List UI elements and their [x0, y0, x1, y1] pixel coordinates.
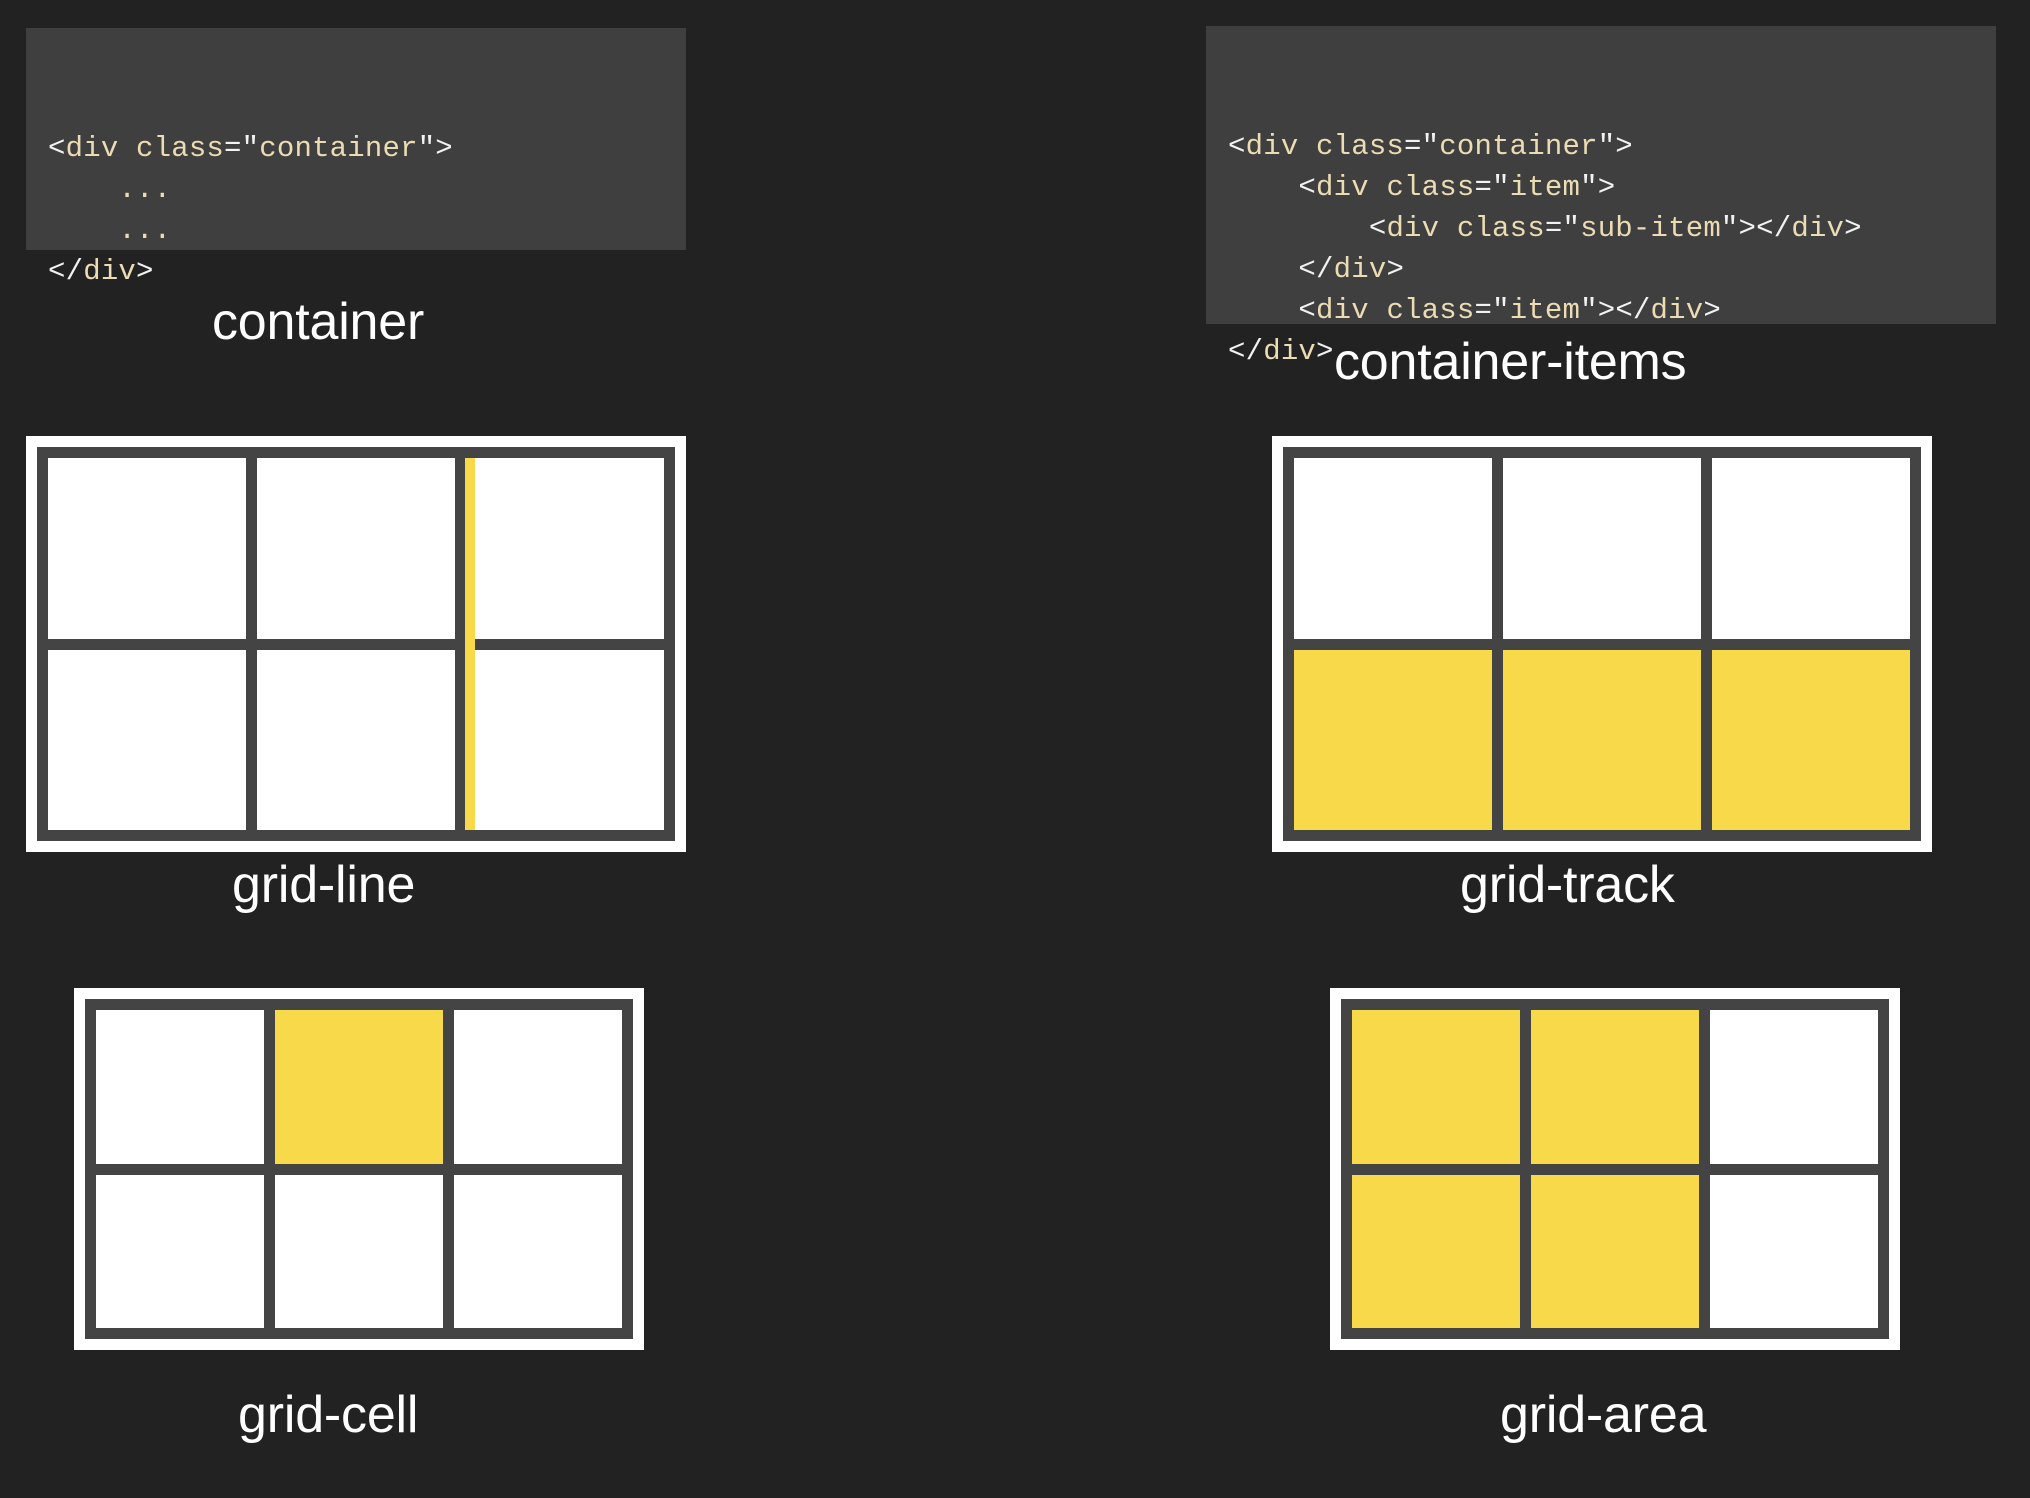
grid-cell-r1c3 — [1710, 1010, 1878, 1164]
grid-track-grid — [1283, 447, 1921, 841]
grid-cell-r1c2 — [257, 458, 455, 639]
caption-grid-cell: grid-cell — [238, 1386, 419, 1444]
grid-cell-r1c1-highlighted — [1352, 1010, 1520, 1164]
grid-cell-r2c3 — [1710, 1174, 1878, 1328]
grid-cell-r1c1 — [48, 458, 246, 639]
grid-cell-r2c1 — [96, 1174, 264, 1328]
grid-cell-r1c2 — [1503, 458, 1701, 639]
grid-area-grid — [1341, 999, 1889, 1339]
grid-cell-r2c3 — [454, 1174, 622, 1328]
grid-cell-grid — [85, 999, 633, 1339]
grid-cell-r2c2-highlighted — [1531, 1174, 1699, 1328]
code-block-container: <div class="container"> ... ...</div> — [26, 28, 686, 288]
grid-cell-r2c2-highlighted — [1503, 649, 1701, 830]
grid-cell-r1c2-highlighted — [1531, 1010, 1699, 1164]
grid-cell-r1c1 — [1294, 458, 1492, 639]
caption-container: container — [212, 293, 425, 351]
highlighted-grid-line — [465, 458, 475, 830]
grid-cell-r2c2 — [257, 649, 455, 830]
grid-cell-r2c1-highlighted — [1352, 1174, 1520, 1328]
diagram-grid-line — [26, 436, 686, 852]
grid-cell-r1c3 — [466, 458, 664, 639]
grid-cell-r2c3-highlighted — [1712, 649, 1910, 830]
caption-grid-line: grid-line — [232, 856, 416, 914]
diagram-grid-cell — [74, 988, 644, 1350]
diagram-grid-track — [1272, 436, 1932, 852]
grid-cell-r1c1 — [96, 1010, 264, 1164]
grid-cell-r2c1-highlighted — [1294, 649, 1492, 830]
caption-container-items: container-items — [1334, 333, 1687, 391]
grid-cell-r1c2-highlighted — [275, 1010, 443, 1164]
caption-grid-track: grid-track — [1460, 856, 1675, 914]
caption-grid-area: grid-area — [1500, 1386, 1707, 1444]
code-block-container-items: <div class="container"> <div class="item… — [1206, 26, 1996, 368]
grid-cell-r2c2 — [275, 1174, 443, 1328]
diagram-grid-area — [1330, 988, 1900, 1350]
grid-cell-r2c3 — [466, 649, 664, 830]
grid-cell-r1c3 — [454, 1010, 622, 1164]
grid-cell-r2c1 — [48, 649, 246, 830]
grid-cell-r1c3 — [1712, 458, 1910, 639]
grid-line-grid — [37, 447, 675, 841]
